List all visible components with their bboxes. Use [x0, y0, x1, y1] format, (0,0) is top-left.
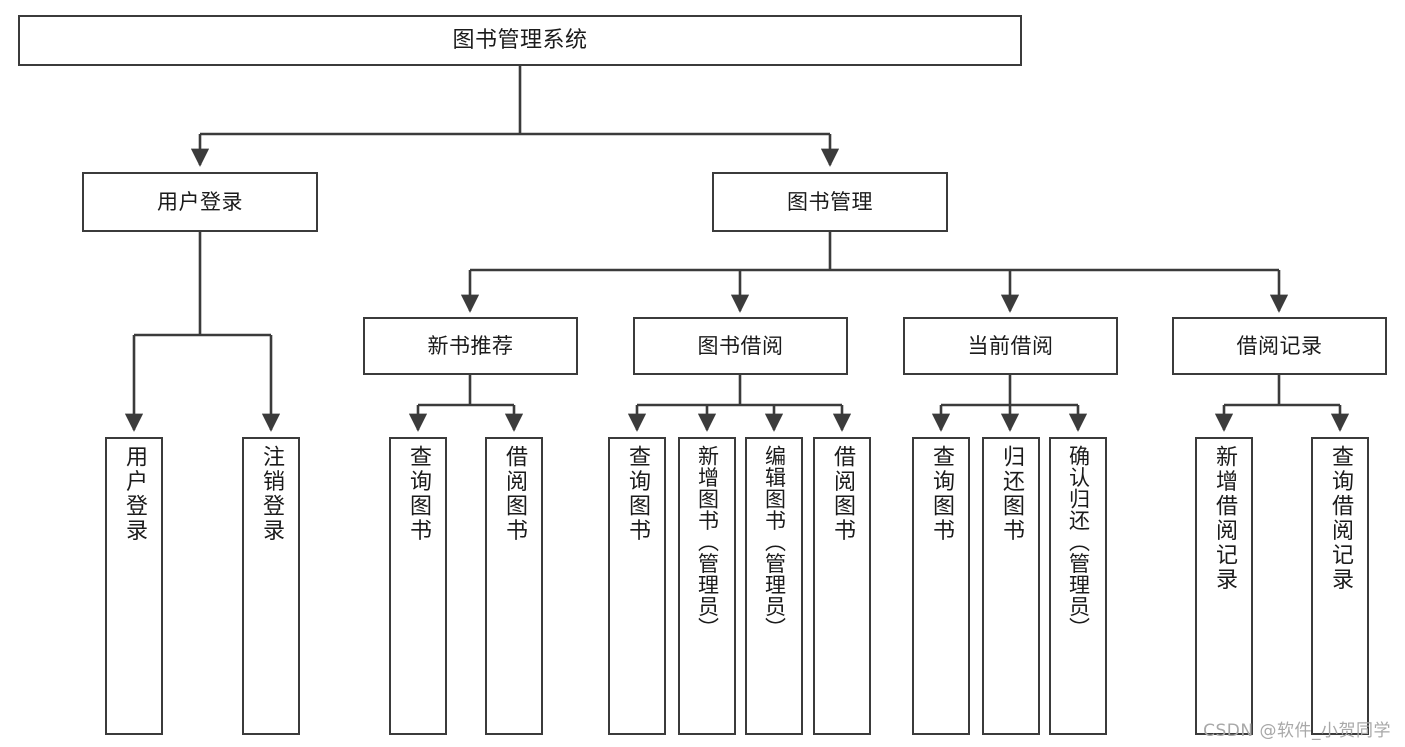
node-label: 图书管理系统	[452, 27, 588, 53]
node-label: 新增借阅记录	[1212, 445, 1237, 592]
node-label: 查询图书	[929, 445, 954, 543]
node-label: 借阅记录	[1236, 333, 1323, 358]
node-book-borrow[interactable]: 图书借阅	[633, 317, 848, 375]
node-label: 用户登录	[122, 445, 147, 543]
node-label: 新增图书（管理员）	[695, 445, 720, 639]
node-borrow-records[interactable]: 借阅记录	[1172, 317, 1387, 375]
leaf-borrow-borrow-book[interactable]: 借阅图书	[813, 437, 871, 735]
leaf-recommend-borrow-book[interactable]: 借阅图书	[485, 437, 543, 735]
node-label: 归还图书	[999, 445, 1024, 543]
leaf-records-add-record[interactable]: 新增借阅记录	[1195, 437, 1253, 735]
leaf-user-login-login[interactable]: 用户登录	[105, 437, 163, 735]
node-label: 用户登录	[157, 189, 243, 214]
leaf-user-login-logout[interactable]: 注销登录	[242, 437, 300, 735]
node-label: 确认归还（管理员）	[1066, 445, 1091, 639]
node-label: 借阅图书	[502, 445, 527, 543]
node-current-borrow[interactable]: 当前借阅	[903, 317, 1118, 375]
node-label: 新书推荐	[427, 333, 514, 358]
leaf-current-return-book[interactable]: 归还图书	[982, 437, 1040, 735]
node-label: 借阅图书	[830, 445, 855, 543]
node-label: 查询图书	[625, 445, 650, 543]
node-label: 图书管理	[787, 189, 873, 214]
node-label: 注销登录	[259, 445, 284, 543]
node-root-book-management-system[interactable]: 图书管理系统	[18, 15, 1022, 66]
leaf-current-confirm-return-admin[interactable]: 确认归还（管理员）	[1049, 437, 1107, 735]
node-new-book-recommend[interactable]: 新书推荐	[363, 317, 578, 375]
node-book-management[interactable]: 图书管理	[712, 172, 948, 232]
leaf-borrow-edit-book-admin[interactable]: 编辑图书（管理员）	[745, 437, 803, 735]
leaf-borrow-add-book-admin[interactable]: 新增图书（管理员）	[678, 437, 736, 735]
node-label: 编辑图书（管理员）	[762, 445, 787, 639]
node-label: 图书借阅	[697, 333, 784, 358]
node-label: 当前借阅	[967, 333, 1054, 358]
node-label: 查询借阅记录	[1328, 445, 1353, 592]
node-label: 查询图书	[406, 445, 431, 543]
leaf-borrow-query-book[interactable]: 查询图书	[608, 437, 666, 735]
leaf-records-query-record[interactable]: 查询借阅记录	[1311, 437, 1369, 735]
leaf-recommend-query-book[interactable]: 查询图书	[389, 437, 447, 735]
node-user-login[interactable]: 用户登录	[82, 172, 318, 232]
leaf-current-query-book[interactable]: 查询图书	[912, 437, 970, 735]
